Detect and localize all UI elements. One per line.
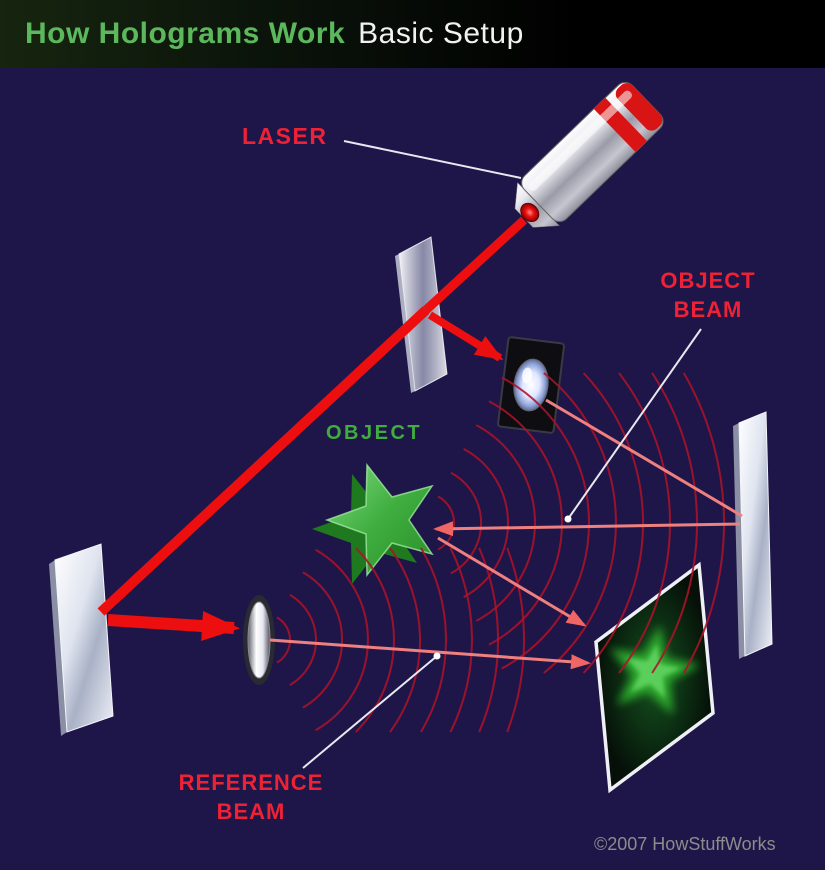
- diagram-svg: [49, 81, 773, 794]
- reference-wavefronts: [276, 547, 526, 733]
- object-beam-pointer-line: [567, 328, 702, 520]
- laser-device: [514, 81, 664, 228]
- laser-pointer-line: [343, 140, 522, 179]
- mirror-left: [49, 543, 114, 736]
- title-subtitle: Basic Setup: [358, 17, 524, 50]
- object-beam-lens: [497, 336, 565, 434]
- reference-beam-lens: [243, 595, 275, 685]
- split-beam-arrow: [427, 311, 504, 362]
- laser-emitter-dot: [520, 202, 540, 223]
- object-beam-label: OBJECT BEAM: [660, 268, 756, 323]
- object-star: [312, 462, 434, 584]
- holographic-plate: [594, 561, 715, 794]
- title-main: How Holograms Work: [25, 17, 346, 50]
- label-pointer-lines: [302, 140, 702, 769]
- object-label: OBJECT: [326, 422, 423, 444]
- reference-beam-pointer-line: [302, 655, 438, 769]
- reference-beam-arrow: [107, 611, 240, 641]
- laser-label: LASER: [242, 123, 328, 149]
- diagram-area: LASER OBJECT BEAM OBJECT REFERENCE BEAM …: [0, 68, 825, 870]
- page-title: How Holograms Work Basic Setup: [25, 17, 524, 51]
- copyright: ©2007 HowStuffWorks: [594, 834, 776, 854]
- spread-beams: [269, 398, 743, 670]
- object-wavefronts: [437, 372, 725, 674]
- header: How Holograms Work Basic Setup: [0, 0, 825, 68]
- laser-beam-path: [97, 216, 528, 641]
- reference-beam-label: REFERENCE BEAM: [178, 770, 324, 825]
- mirror-right: [733, 411, 773, 659]
